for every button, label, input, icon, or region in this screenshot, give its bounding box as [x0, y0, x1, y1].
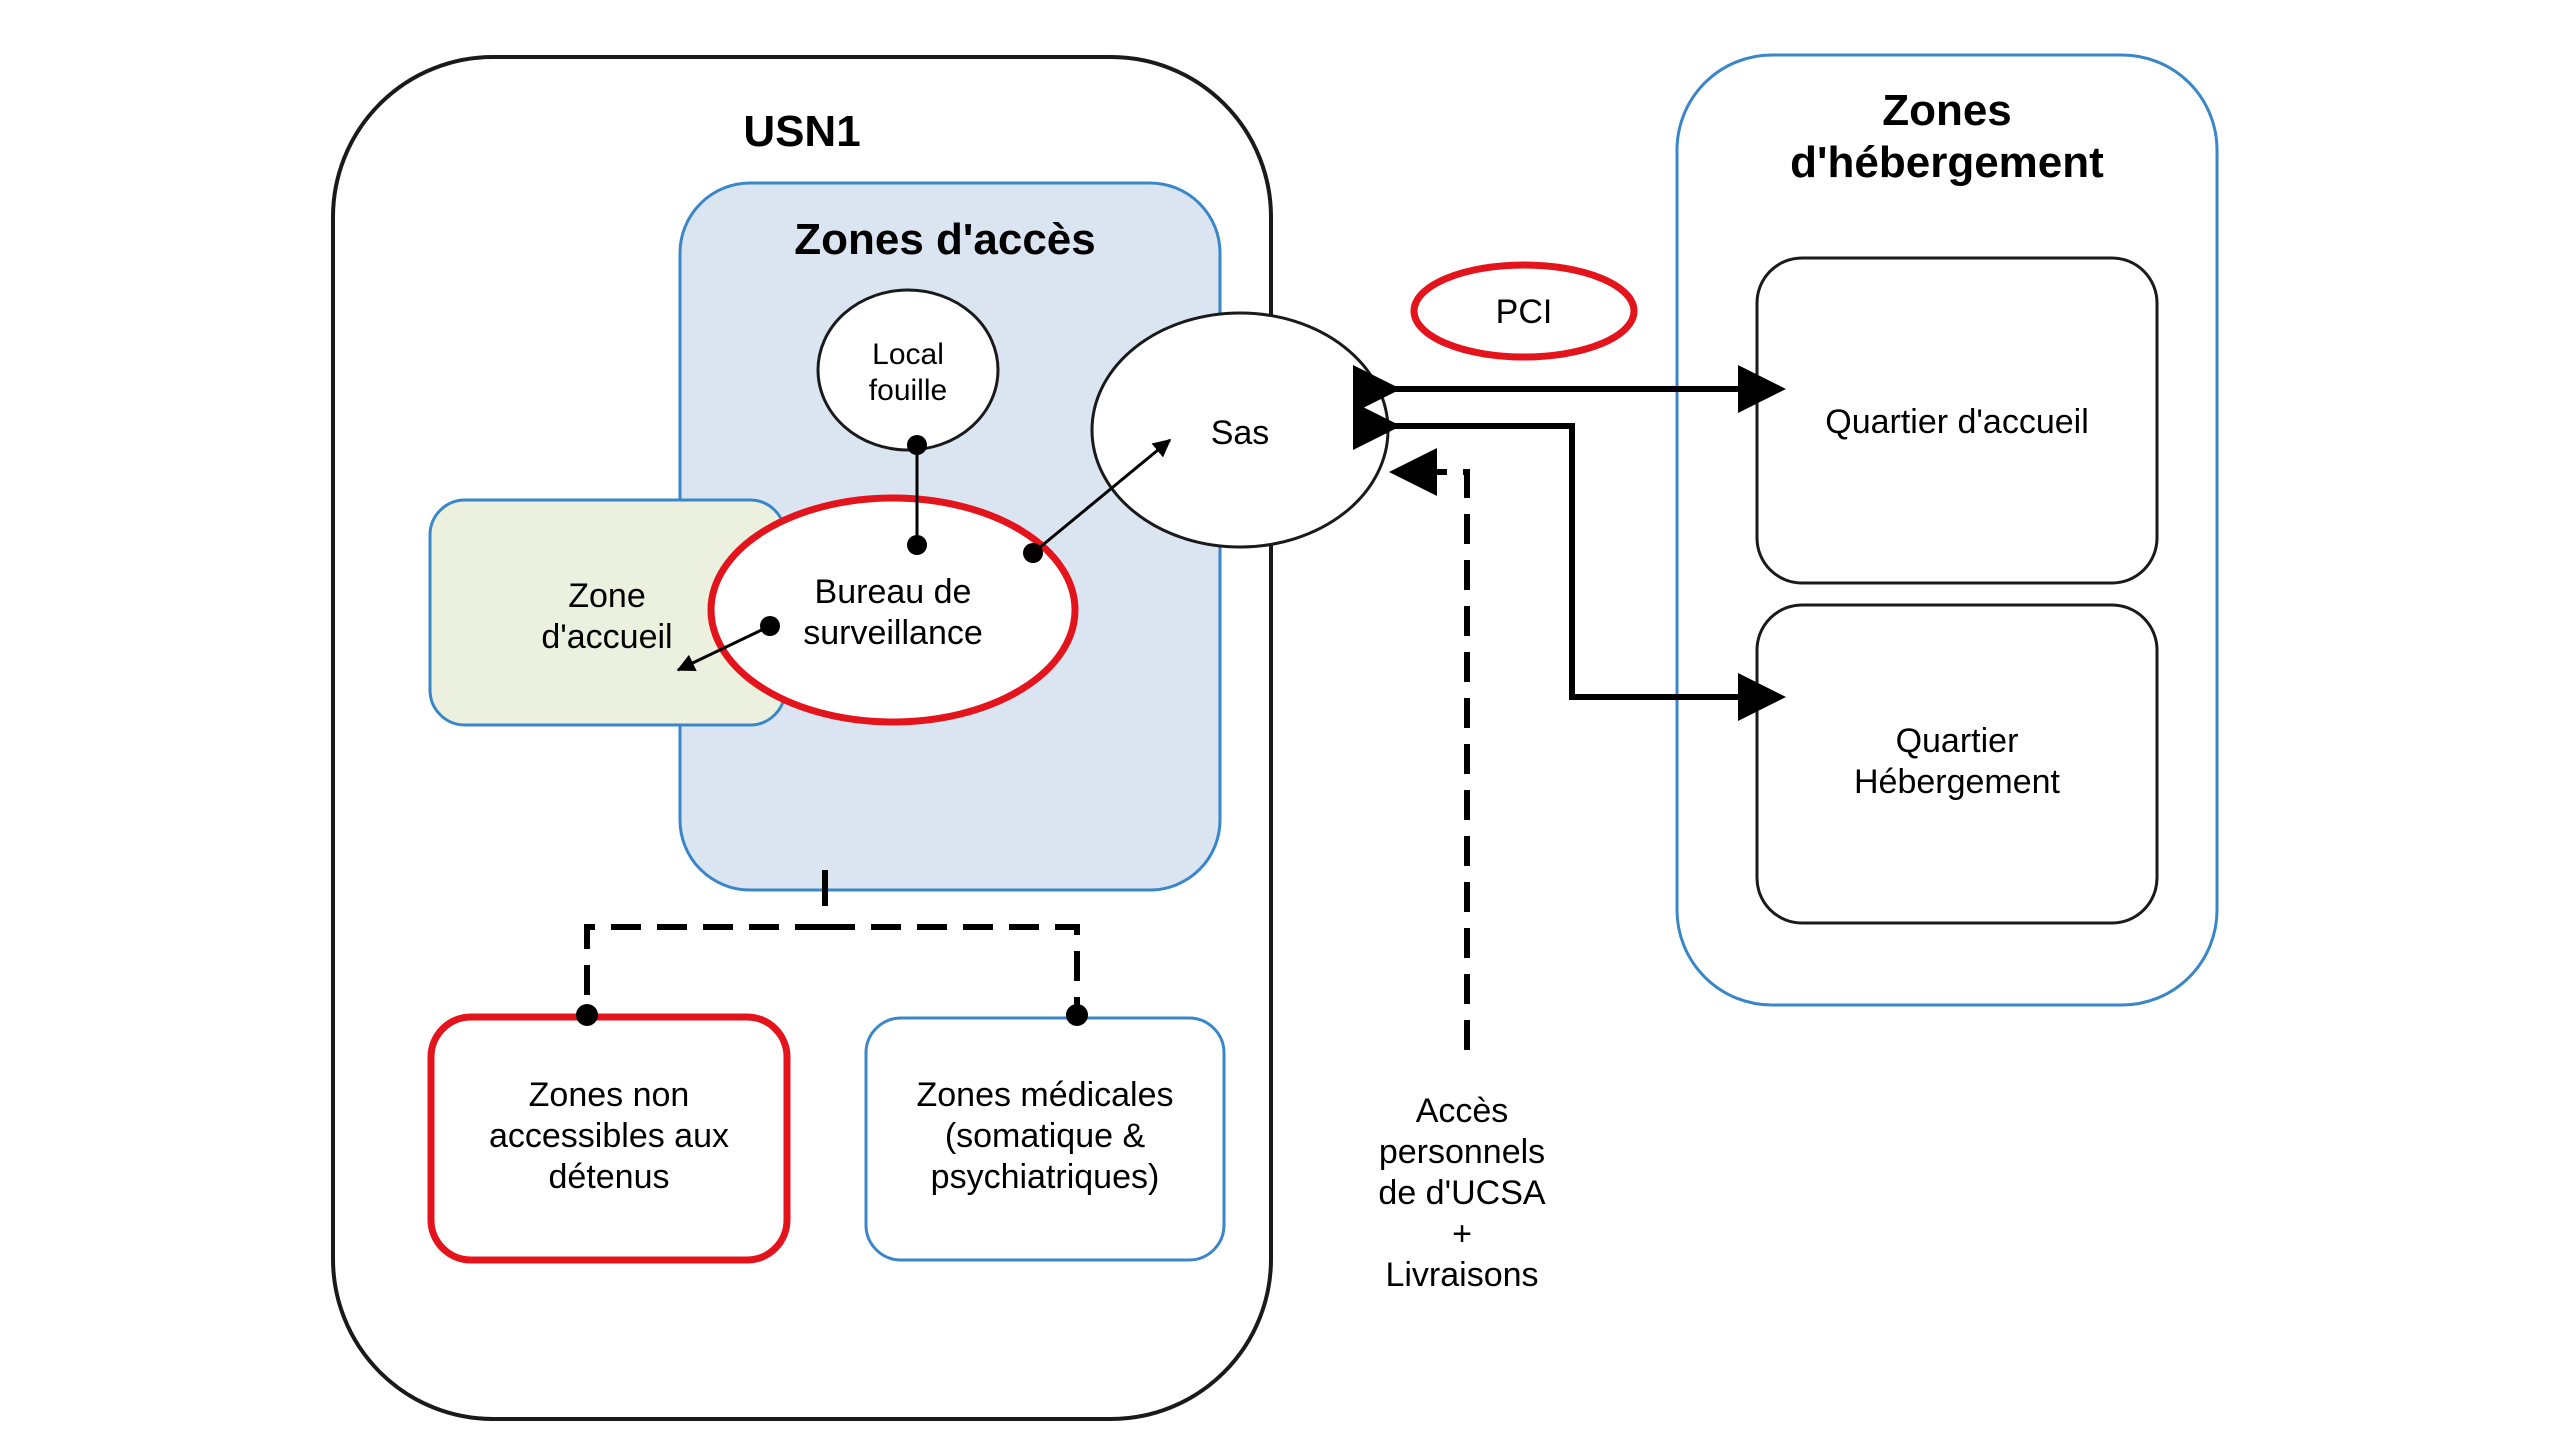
quartier-hebergement-label-2: Hébergement — [1854, 763, 2061, 801]
bureau-surveillance-label-2: surveillance — [803, 614, 983, 652]
quartier-accueil-label: Quartier d'accueil — [1825, 403, 2089, 441]
connector-bureau-sas — [1032, 438, 1172, 555]
sas-label: Sas — [1211, 414, 1270, 452]
zone-accueil-label-1: Zone — [568, 577, 646, 615]
connector-dot — [760, 616, 780, 636]
connector-dot — [907, 535, 927, 555]
acces-personnels-label-3: de d'UCSA — [1378, 1174, 1545, 1212]
zones-acces-title: Zones d'accès — [794, 215, 1096, 264]
zones-hebergement-title-2: d'hébergement — [1790, 138, 2104, 187]
zones-hebergement-title-1: Zones — [1882, 86, 2012, 135]
local-fouille-circle — [816, 288, 1000, 452]
zones-medicales-box — [864, 1016, 1226, 1262]
zones-non-accessibles-label-2: accessibles aux — [489, 1117, 729, 1155]
acces-personnels-label-1: Accès — [1416, 1092, 1509, 1130]
zones-medicales-label-3: psychiatriques) — [931, 1158, 1160, 1196]
quartier-hebergement-box — [1755, 603, 2159, 925]
zones-non-accessibles-label-3: détenus — [549, 1158, 670, 1196]
dashed-branch-right — [825, 924, 1080, 1015]
acces-personnels-label-4: + — [1452, 1215, 1472, 1253]
zones-non-accessibles-label-1: Zones non — [529, 1076, 690, 1114]
connector-dot — [1066, 1004, 1088, 1026]
connector-bureau-accueil — [676, 624, 771, 672]
acces-personnels-label-5: Livraisons — [1385, 1256, 1538, 1294]
dashed-branch-left — [584, 924, 825, 1015]
zone-accueil-label-2: d'accueil — [541, 618, 672, 656]
pci-ellipse — [1410, 261, 1638, 361]
connector-dot — [1023, 543, 1043, 563]
zones-non-accessibles-box — [427, 1013, 791, 1264]
connector-dot — [907, 435, 927, 455]
acces-personnels-label-2: personnels — [1379, 1133, 1545, 1171]
pci-label: PCI — [1496, 293, 1553, 331]
local-fouille-label-1: Local — [872, 338, 944, 371]
usn1-title: USN1 — [743, 107, 860, 156]
bureau-surveillance-label-1: Bureau de — [815, 573, 972, 611]
quartier-hebergement-label-1: Quartier — [1896, 722, 2019, 760]
zones-medicales-label-1: Zones médicales — [916, 1076, 1173, 1114]
arrow-acces-personnels-sas — [1389, 448, 1470, 1050]
bureau-surveillance-ellipse — [707, 494, 1079, 726]
connector-dot — [576, 1004, 598, 1026]
arrow-sas-quartier-hebergement — [1353, 402, 1786, 721]
local-fouille-label-2: fouille — [869, 374, 947, 407]
zones-medicales-label-2: (somatique & — [945, 1117, 1146, 1155]
